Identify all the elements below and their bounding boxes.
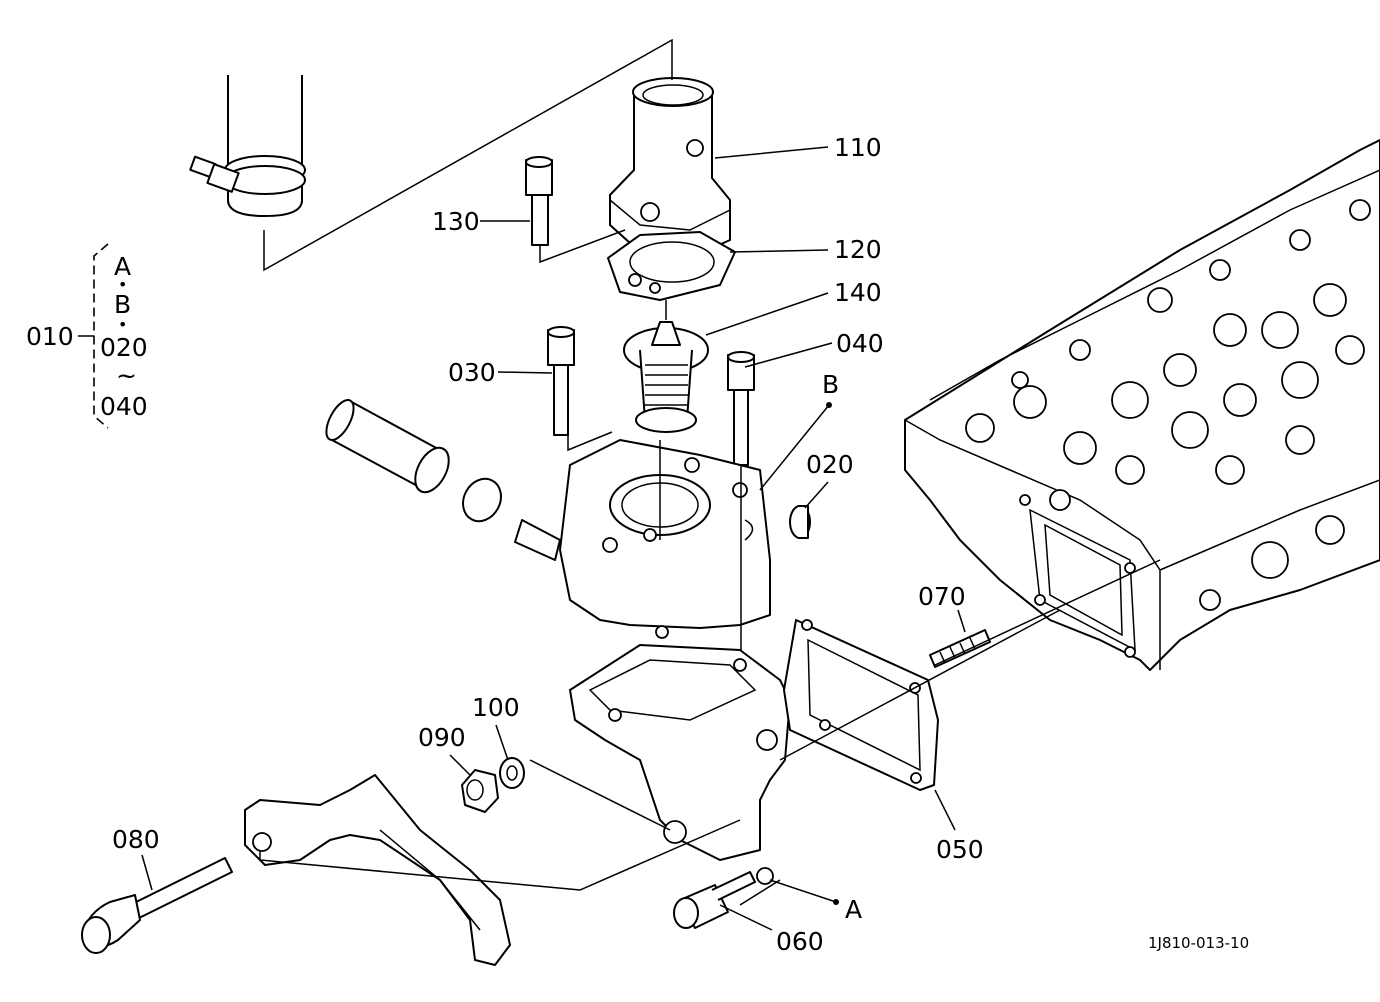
cylinder-head [904, 139, 1380, 671]
callout-070: 070 [918, 582, 966, 611]
callout-080: 080 [112, 825, 160, 854]
callout-010: 010 [26, 322, 74, 351]
kit-group-040: 040 [100, 392, 148, 421]
kit-group-dot-2: • [118, 315, 127, 334]
bolt-080 [81, 857, 233, 954]
thermostat-cover [609, 77, 731, 259]
nut-090 [461, 769, 499, 813]
callout-110: 110 [834, 133, 882, 162]
callout-090: 090 [418, 723, 466, 752]
alternator-bracket [244, 774, 511, 966]
kit-group-dot-1: • [118, 275, 127, 294]
callout-140: 140 [834, 278, 882, 307]
thermostat-housing [559, 439, 771, 629]
callout-100: 100 [472, 693, 520, 722]
callout-130: 130 [432, 207, 480, 236]
reference-mark-a: A [845, 895, 862, 924]
kit-group-bracket [78, 243, 109, 429]
plug-020 [789, 505, 811, 539]
hose-with-clamp [189, 75, 306, 217]
assembly-lines [259, 38, 1161, 906]
kit-group-a: A [114, 252, 131, 281]
bolt-130 [525, 156, 553, 246]
bypass-pipe [325, 399, 561, 561]
kit-group-b: B [114, 290, 131, 319]
callout-030: 030 [448, 358, 496, 387]
kit-group-020: 020 [100, 333, 148, 362]
thermostat-gasket [607, 231, 736, 301]
callout-050: 050 [936, 835, 984, 864]
drawing-code: 1J810-013-10 [1148, 934, 1249, 952]
kit-group-tilde: ~ [116, 361, 137, 390]
thermostat [623, 321, 709, 433]
callout-040: 040 [836, 329, 884, 358]
water-flange [569, 625, 791, 885]
callout-020: 020 [806, 450, 854, 479]
bolt-060 [673, 871, 756, 929]
flange-gasket [783, 619, 939, 791]
washer-100 [499, 757, 525, 789]
bolt-030 [547, 326, 575, 436]
callout-120: 120 [834, 235, 882, 264]
reference-mark-b: B [822, 370, 839, 399]
bolt-040 [727, 351, 755, 466]
leader-lines [141, 146, 966, 931]
stud-bolt-070 [929, 629, 991, 668]
callout-060: 060 [776, 927, 824, 956]
